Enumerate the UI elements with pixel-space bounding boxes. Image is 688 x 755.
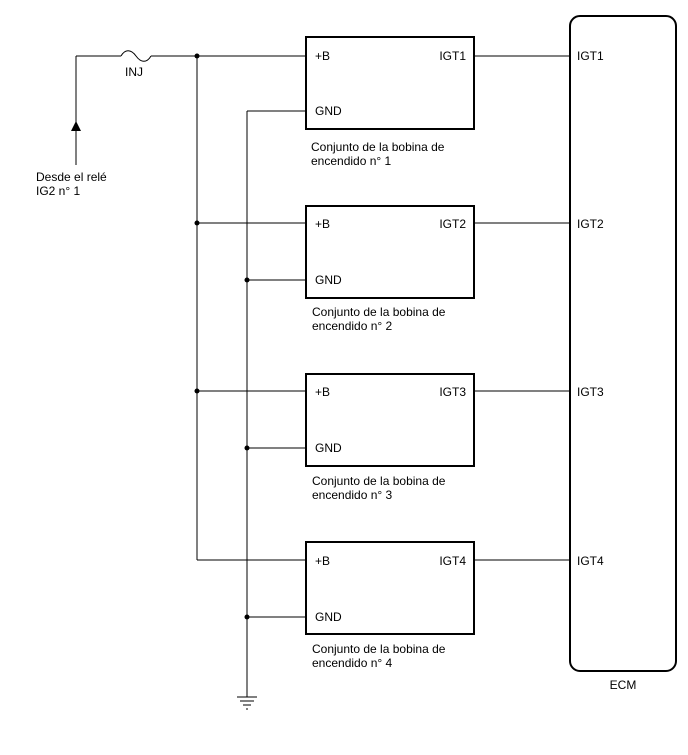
coil-2-caption-line1: Conjunto de la bobina de: [312, 305, 446, 319]
source-arrow-icon: [71, 121, 81, 131]
coil-2-pin-gnd: GND: [315, 273, 342, 287]
coil-4-pin-out: IGT4: [439, 554, 466, 568]
source-feed: Desde el relé IG2 n° 1: [36, 56, 107, 198]
coil-1-pin-b: +B: [315, 49, 330, 63]
coil-3-pin-gnd: GND: [315, 441, 342, 455]
coil-assembly-4: +B GND IGT4 Conjunto de la bobina de enc…: [305, 541, 570, 670]
coil-1-caption-line1: Conjunto de la bobina de: [311, 140, 445, 154]
coil-assembly-3: +B GND IGT3 Conjunto de la bobina de enc…: [305, 373, 570, 502]
coil-3-pin-out: IGT3: [439, 385, 466, 399]
source-label-line2: IG2 n° 1: [36, 184, 80, 198]
fuse-inj: INJ: [76, 50, 306, 79]
coil-2-pin-b: +B: [315, 217, 330, 231]
fuse-icon: [120, 50, 152, 62]
ecm-pin-igt2: IGT2: [577, 217, 604, 231]
ecm-pin-igt3: IGT3: [577, 385, 604, 399]
ground-bus: [237, 110, 306, 710]
ecm-label: ECM: [610, 678, 637, 692]
coil-2-pin-out: IGT2: [439, 217, 466, 231]
fuse-label: INJ: [125, 65, 143, 79]
coil-2-caption-line2: encendido n° 2: [312, 319, 393, 333]
coil-4-caption-line2: encendido n° 4: [312, 656, 393, 670]
coil-4-pin-gnd: GND: [315, 610, 342, 624]
coil-4-caption-line1: Conjunto de la bobina de: [312, 642, 446, 656]
source-label-line1: Desde el relé: [36, 170, 107, 184]
coil-3-caption-line2: encendido n° 3: [312, 488, 393, 502]
ecm-unit: IGT1 IGT2 IGT3 IGT4 ECM: [569, 15, 677, 692]
power-bus: [194, 53, 306, 561]
coil-1-caption-line2: encendido n° 1: [311, 154, 392, 168]
ecm-pin-igt1: IGT1: [577, 49, 604, 63]
coil-4-pin-b: +B: [315, 554, 330, 568]
coil-3-pin-b: +B: [315, 385, 330, 399]
coil-1-pin-out: IGT1: [439, 49, 466, 63]
coil-assembly-1: +B GND IGT1 Conjunto de la bobina de enc…: [305, 36, 570, 168]
coil-assembly-2: +B GND IGT2 Conjunto de la bobina de enc…: [305, 205, 570, 333]
coil-3-caption-line1: Conjunto de la bobina de: [312, 474, 446, 488]
coil-1-pin-gnd: GND: [315, 104, 342, 118]
ground-icon: [237, 696, 257, 710]
ecm-pin-igt4: IGT4: [577, 554, 604, 568]
